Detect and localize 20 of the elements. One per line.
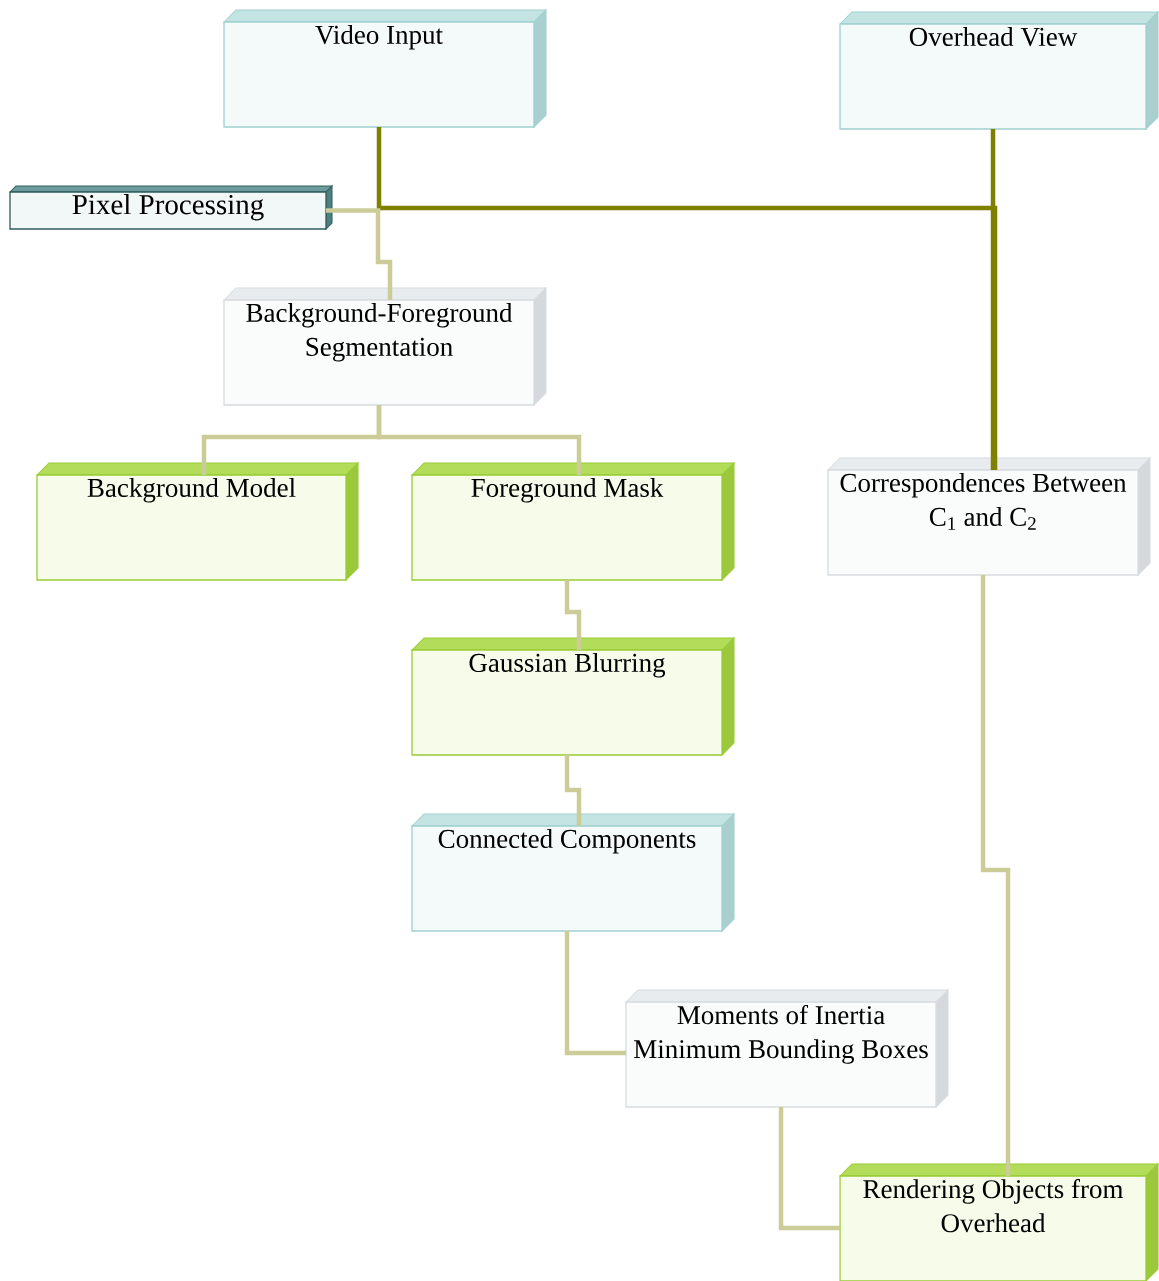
- process-box: Correspondences Between C$_{1}$ and C$_{2}$: [827, 457, 1151, 576]
- connector-line: [564, 755, 582, 826]
- connector-line: [990, 129, 996, 470]
- connector-line: [564, 931, 626, 1056]
- process-box: Rendering Objects from Overhead: [839, 1163, 1159, 1281]
- process-box: Moments of Inertia Minimum Bounding Boxes: [625, 989, 949, 1108]
- connector-line: [778, 1107, 840, 1231]
- process-box: Background-Foreground Segmentation: [223, 287, 547, 406]
- process-box: Connected Components: [411, 813, 735, 932]
- connector-line: [376, 405, 582, 475]
- process-box: Background Model: [36, 462, 359, 581]
- process-box: Gaussian Blurring: [411, 637, 735, 756]
- process-box: Overhead View: [839, 11, 1159, 130]
- connector-line: [376, 127, 998, 470]
- process-box: Foreground Mask: [411, 462, 735, 581]
- process-box: Video Input: [223, 9, 547, 128]
- process-box: Pixel Processing: [9, 185, 333, 230]
- connector-line: [326, 208, 393, 300]
- connector-line: [564, 580, 582, 650]
- connector-line: [980, 575, 1011, 1176]
